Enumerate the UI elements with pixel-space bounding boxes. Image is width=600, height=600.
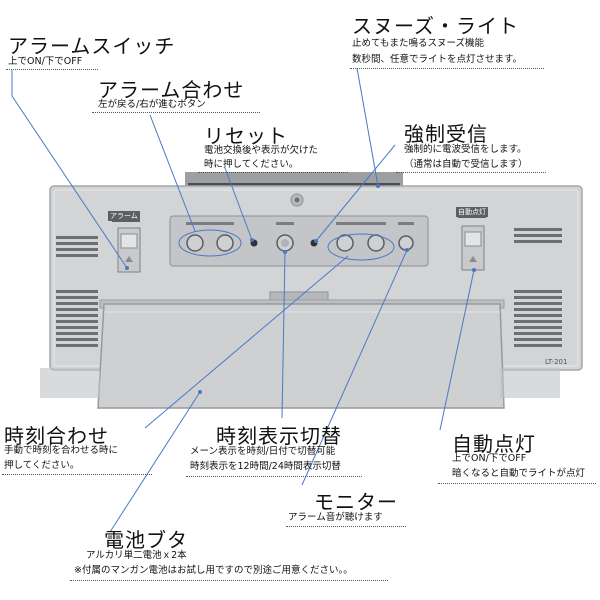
snooze-light-desc-2: 数秒間、任意でライトを点灯させます。 — [352, 54, 523, 65]
time-set-title: 時刻合わせ — [4, 424, 109, 448]
display-switch-desc-2: 時刻表示を12時間/24時間表示切替 — [190, 461, 341, 472]
reset-desc-1: 電池交換後や表示が欠けた — [204, 145, 319, 156]
display-switch-title: 時刻表示切替 — [216, 424, 342, 448]
monitor-desc: アラーム音が聴けます — [288, 512, 383, 523]
auto-light-title: 自動点灯 — [452, 432, 536, 456]
auto-light-desc-2: 暗くなると自動でライトが点灯 — [452, 468, 586, 479]
time-set-desc-2: 押してください。 — [4, 460, 80, 471]
reset-title: リセット — [204, 124, 288, 148]
force-receive-desc-2: （通常は自動で受信します） — [404, 159, 528, 170]
force-receive-title: 強制受信 — [404, 122, 488, 146]
switch-label-right: 自動点灯 — [456, 207, 488, 217]
reset-desc-2: 時に押してください。 — [204, 159, 299, 170]
display-switch-desc-1: メーン表示を時刻/日付で切替可能 — [190, 446, 336, 457]
auto-light-desc-1: 上でON/下でOFF — [452, 453, 527, 464]
reset-button[interactable] — [250, 239, 258, 247]
snooze-light-desc-1: 止めてもまた鳴るスヌーズ機能 — [352, 38, 485, 49]
battery-cover-desc-1: アルカリ単二電池ｘ2本 — [86, 550, 187, 561]
force-receive-desc-1: 強制的に電波受信をします。 — [404, 144, 527, 155]
time-back-button[interactable] — [336, 234, 354, 252]
time-set-desc-1: 手動で時刻を合わせる時に — [4, 445, 119, 456]
alarm-switch-title: アラームスイッチ — [8, 34, 176, 58]
battery-cover-desc-2: ※付属のマンガン電池はお試し用ですので別途ご用意ください。。 — [74, 565, 353, 576]
alarm-set-desc: 左が戻る/右が進むボタン — [98, 99, 206, 110]
battery-cover-stand[interactable] — [97, 303, 505, 409]
monitor-title: モニター — [314, 490, 398, 514]
alarm-set-title: アラーム合わせ — [98, 78, 245, 102]
alarm-switch-desc: 上でON/下でOFF — [8, 56, 83, 67]
model-label: LT-201 — [545, 358, 568, 366]
alarm-back-button[interactable] — [186, 234, 204, 252]
force-receive-button[interactable] — [310, 239, 318, 247]
time-forward-button[interactable] — [367, 234, 385, 252]
alarm-forward-button[interactable] — [216, 234, 234, 252]
monitor-button[interactable] — [398, 235, 414, 251]
right-vents — [514, 228, 562, 347]
switch-label-left: アラーム — [108, 211, 140, 221]
display-switch-button[interactable] — [276, 234, 294, 252]
battery-cover-title: 電池ブタ — [104, 528, 188, 552]
snooze-light-title: スヌーズ・ライト — [352, 14, 519, 38]
